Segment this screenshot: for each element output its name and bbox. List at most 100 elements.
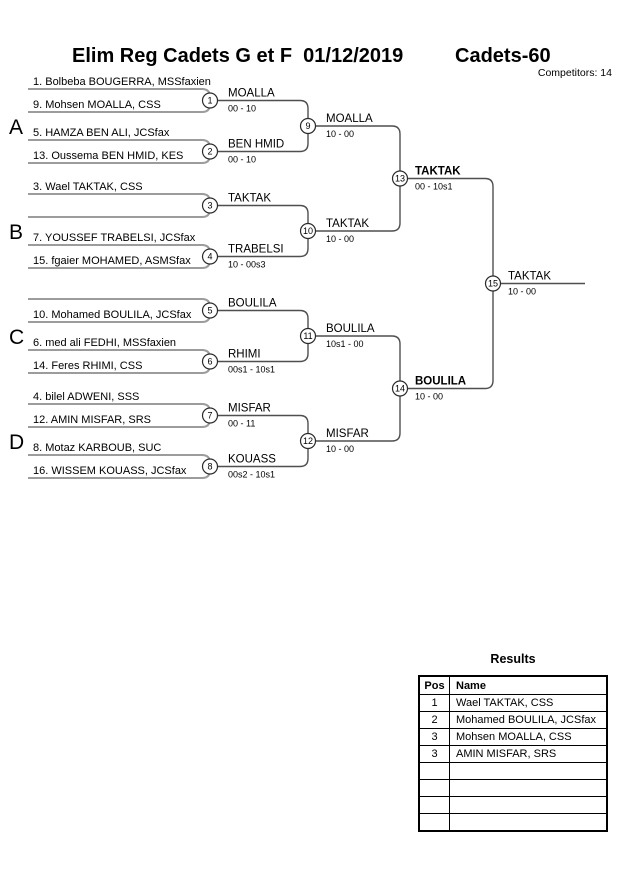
result-pos: 3 bbox=[418, 745, 450, 763]
match-circle bbox=[484, 275, 502, 292]
match-circle bbox=[391, 170, 409, 187]
match-circle bbox=[201, 248, 219, 265]
winner-score: 10 - 00 bbox=[326, 129, 354, 139]
player-label: 8. Motaz KARBOUB, SUC bbox=[33, 442, 161, 454]
competitors-count: Competitors: 14 bbox=[537, 67, 612, 79]
winner-score: 00 - 10s1 bbox=[415, 182, 453, 192]
winner-name: TRABELSI bbox=[228, 244, 284, 256]
winner-name: BOULILA bbox=[326, 323, 375, 335]
page-title: Elim Reg Cadets G et F 01/12/2019 bbox=[72, 45, 404, 67]
player-label: 12. AMIN MISFAR, SRS bbox=[33, 414, 151, 426]
tournament-bracket: 1. Bolbeba BOUGERRA, MSSfaxien 9. Mohsen … bbox=[9, 76, 585, 480]
results-row bbox=[418, 796, 608, 814]
winner-name: TAKTAK bbox=[326, 218, 369, 230]
match-number: 3 bbox=[207, 201, 212, 211]
connector-line bbox=[217, 336, 309, 363]
winner-score: 00 - 10 bbox=[228, 155, 256, 165]
player-label: 7. YOUSSEF TRABELSI, JCSfax bbox=[33, 232, 196, 244]
result-name: Mohamed BOULILA, JCSfax bbox=[449, 711, 608, 729]
result-pos: 3 bbox=[418, 728, 450, 746]
results-header-row: Pos Name bbox=[418, 675, 608, 695]
winner-score: 00s1 - 10s1 bbox=[228, 365, 275, 375]
match-circle bbox=[299, 117, 317, 135]
connector-line bbox=[217, 204, 309, 231]
winner-score: 10 - 00 bbox=[326, 444, 354, 454]
group-letter: D bbox=[9, 431, 24, 454]
winner-score: 10s1 - 00 bbox=[326, 339, 364, 349]
winner-name: MISFAR bbox=[326, 428, 369, 440]
match-number: 4 bbox=[207, 252, 212, 262]
match-circle bbox=[201, 143, 219, 160]
group-letter: C bbox=[9, 326, 24, 349]
player-label: 4. bilel ADWENI, SSS bbox=[33, 391, 139, 403]
match-number: 13 bbox=[395, 174, 405, 184]
winner-score: 00 - 10 bbox=[228, 104, 256, 114]
result-pos: 1 bbox=[418, 694, 450, 712]
match-number: 8 bbox=[207, 462, 212, 472]
match-number: 2 bbox=[207, 147, 212, 157]
match-circle bbox=[299, 432, 317, 450]
connector-line bbox=[217, 126, 309, 153]
connector-line bbox=[315, 125, 401, 179]
results-title: Results bbox=[490, 652, 536, 666]
result-pos: 2 bbox=[418, 711, 450, 729]
match-circle bbox=[201, 302, 219, 319]
group-letter: B bbox=[9, 221, 23, 244]
result-pos bbox=[418, 779, 450, 797]
result-pos bbox=[418, 796, 450, 814]
match-circle bbox=[299, 327, 317, 345]
connector-line bbox=[407, 283, 494, 390]
winner-name: MOALLA bbox=[326, 113, 373, 125]
winner-name: RHIMI bbox=[228, 349, 261, 361]
result-name bbox=[449, 813, 608, 832]
winner-name: MOALLA bbox=[228, 88, 275, 100]
match-circle bbox=[201, 197, 219, 214]
connector-line bbox=[407, 177, 494, 284]
match-number: 10 bbox=[303, 226, 313, 236]
match-number: 11 bbox=[303, 331, 312, 341]
player-label: 10. Mohamed BOULILA, JCSfax bbox=[33, 309, 192, 321]
connector-line bbox=[315, 388, 401, 442]
result-name bbox=[449, 796, 608, 814]
winner-name: TAKTAK bbox=[415, 166, 461, 178]
winner-name: TAKTAK bbox=[508, 271, 551, 283]
player-label: 16. WISSEM KOUASS, JCSfax bbox=[33, 465, 187, 477]
column-header-name: Name bbox=[449, 675, 608, 695]
match-number: 5 bbox=[207, 306, 212, 316]
winner-score: 00s2 - 10s1 bbox=[228, 470, 275, 480]
player-label: 15. fgaier MOHAMED, ASMSfax bbox=[33, 255, 191, 267]
match-number: 9 bbox=[305, 121, 310, 131]
connector-line bbox=[217, 414, 309, 441]
winner-name: BOULILA bbox=[415, 376, 466, 388]
results-row bbox=[418, 762, 608, 780]
result-name: Mohsen MOALLA, CSS bbox=[449, 728, 608, 746]
match-number: 12 bbox=[303, 436, 313, 446]
match-circle bbox=[201, 458, 219, 475]
match-circle bbox=[201, 407, 219, 424]
player-label: 1. Bolbeba BOUGERRA, MSSfaxien bbox=[33, 76, 211, 88]
connector-line bbox=[315, 335, 401, 389]
winner-score: 10 - 00 bbox=[415, 392, 443, 402]
winner-score: 10 - 00 bbox=[326, 234, 354, 244]
match-number: 6 bbox=[207, 357, 212, 367]
winner-score: 00 - 11 bbox=[228, 419, 255, 429]
player-label: 5. HAMZA BEN ALI, JCSfax bbox=[33, 127, 170, 139]
winner-name: BEN HMID bbox=[228, 139, 284, 151]
player-label: 9. Mohsen MOALLA, CSS bbox=[33, 99, 161, 111]
match-number: 1 bbox=[207, 96, 212, 106]
results-row bbox=[418, 779, 608, 797]
winner-name: TAKTAK bbox=[228, 193, 271, 205]
result-name bbox=[449, 762, 608, 780]
match-circle bbox=[299, 222, 317, 240]
result-pos bbox=[418, 762, 450, 780]
winner-name: KOUASS bbox=[228, 454, 276, 466]
result-name: AMIN MISFAR, SRS bbox=[449, 745, 608, 763]
winner-name: BOULILA bbox=[228, 298, 277, 310]
connector-line bbox=[217, 441, 309, 468]
player-label: 3. Wael TAKTAK, CSS bbox=[33, 181, 143, 193]
